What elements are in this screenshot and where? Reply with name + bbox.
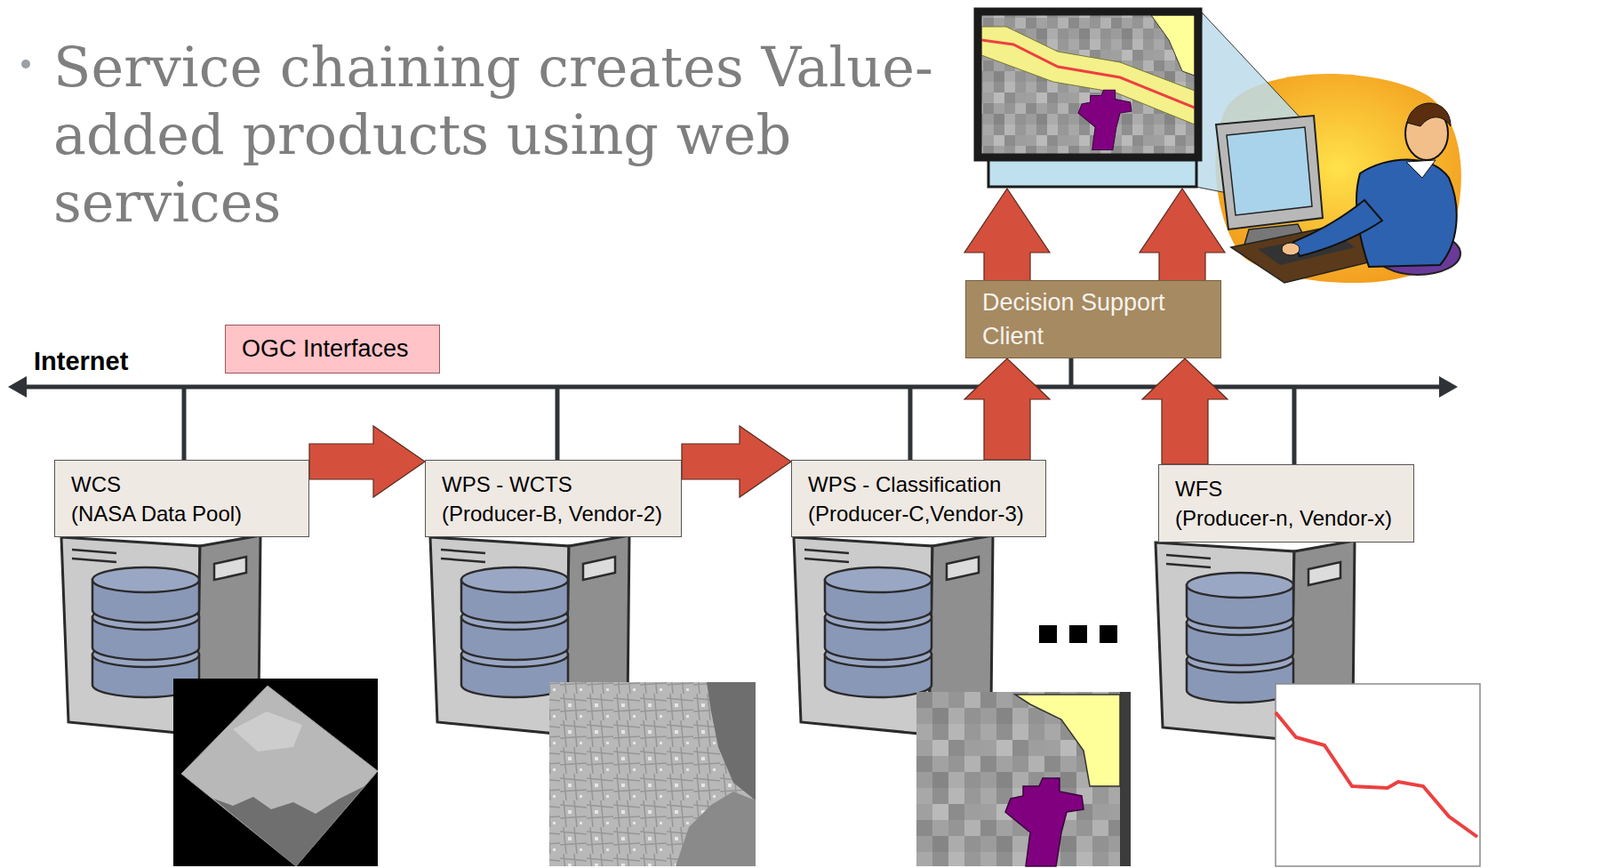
user-collar — [1406, 160, 1436, 178]
service-box: WFS(Producer-n, Vendor-x) — [1158, 464, 1415, 543]
service-box: WPS - Classification(Producer-C,Vendor-3… — [791, 459, 1047, 537]
service-box: WPS - WCTS(Producer-B, Vendor-2) — [424, 459, 682, 537]
node-title: WCS — [71, 469, 293, 499]
client-box: Decision Support Client — [965, 280, 1222, 359]
node-detail: (Producer-n, Vendor-x) — [1175, 503, 1398, 533]
road-feature — [1275, 712, 1478, 837]
product-display — [981, 15, 1195, 154]
node-detail: (Producer-C,Vendor-3) — [808, 498, 1030, 528]
display-base — [988, 160, 1197, 187]
flow-arrow — [1142, 358, 1228, 464]
ellipsis-square — [1069, 624, 1088, 643]
bullet-dot — [21, 59, 31, 69]
water-area — [675, 791, 756, 866]
bus-tap — [1069, 353, 1074, 387]
node-detail: (Producer-B, Vendor-2) — [441, 498, 665, 528]
user-hand — [1281, 242, 1300, 256]
flow-arrow — [964, 358, 1050, 460]
interface-badge: OGC Interfaces — [224, 324, 440, 374]
node-title: WPS - WCTS — [441, 469, 665, 499]
bus-arrowhead — [8, 376, 27, 398]
classified-region — [1005, 777, 1084, 866]
bus-tap — [908, 386, 913, 463]
service-box: WCS(NASA Data Pool) — [54, 459, 310, 537]
water-area — [213, 785, 365, 866]
node-detail: (NASA Data Pool) — [71, 498, 293, 528]
node-title: WFS — [1175, 473, 1398, 504]
network-label: Internet — [33, 345, 128, 376]
bus-arrowhead — [1439, 376, 1458, 398]
display-image — [981, 15, 1195, 154]
slide-title: Service chaining creates Value-added pro… — [53, 33, 943, 237]
classified-region — [1078, 89, 1132, 150]
feature-thumbnail — [1275, 683, 1480, 866]
transformed-image-thumbnail — [549, 681, 756, 866]
monitor-screen — [1226, 127, 1312, 216]
user-monitor — [1216, 115, 1323, 230]
land-patch — [232, 711, 303, 752]
classified-region — [1015, 694, 1120, 786]
node-title: Decision Support Client — [982, 285, 1205, 353]
display-frame — [977, 11, 1199, 158]
user-hair — [1407, 103, 1451, 127]
user-arm — [1293, 200, 1383, 256]
node-title: OGC Interfaces — [241, 335, 424, 363]
bus-tap — [555, 386, 560, 463]
water-area — [706, 681, 756, 800]
ellipsis-square — [1099, 624, 1118, 643]
bus-tap — [1292, 386, 1297, 467]
image-edge — [1120, 691, 1131, 866]
classified-image-thumbnail — [916, 691, 1131, 866]
satellite-scene — [181, 685, 378, 866]
ellipsis-square — [1039, 624, 1057, 643]
bus-tap — [182, 386, 187, 463]
raw-image-thumbnail — [173, 678, 378, 866]
internet-bus — [23, 384, 1442, 390]
node-title: WPS - Classification — [808, 469, 1030, 499]
flow-arrow — [681, 425, 792, 497]
flow-arrow — [309, 425, 425, 497]
road-feature — [981, 40, 1195, 108]
classified-region — [1151, 15, 1195, 76]
